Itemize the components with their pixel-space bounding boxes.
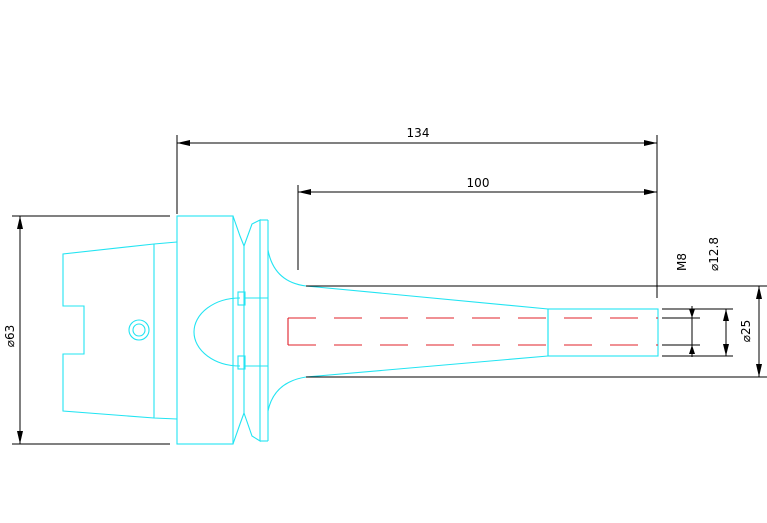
- taper-shank: [62, 241, 178, 420]
- dim-extension-length: 100: [297, 176, 657, 270]
- tool-holder-outline: [62, 215, 659, 445]
- bore-diameter-label: ⌀12.8: [707, 237, 721, 271]
- hidden-bore: [287, 317, 658, 346]
- dim-thread: M8: [662, 253, 700, 357]
- tip-diameter-label: ⌀25: [739, 320, 753, 343]
- dim-tip-diameter: ⌀25: [306, 285, 767, 378]
- dim-overall-length: 134: [176, 126, 658, 298]
- dim-bore-diameter: ⌀12.8: [662, 237, 733, 357]
- flange-diameter-label: ⌀63: [3, 325, 17, 348]
- neck: [267, 249, 307, 412]
- extension-length-label: 100: [467, 176, 490, 190]
- flange: [176, 215, 269, 445]
- drive-hole-icon: [128, 319, 150, 341]
- thread-label: M8: [675, 253, 689, 271]
- overall-length-label: 134: [407, 126, 430, 140]
- dim-flange-diameter: ⌀63: [3, 215, 170, 445]
- dimension-lines: 134 100 ⌀63 M8: [3, 126, 767, 445]
- extension-body: [305, 285, 659, 378]
